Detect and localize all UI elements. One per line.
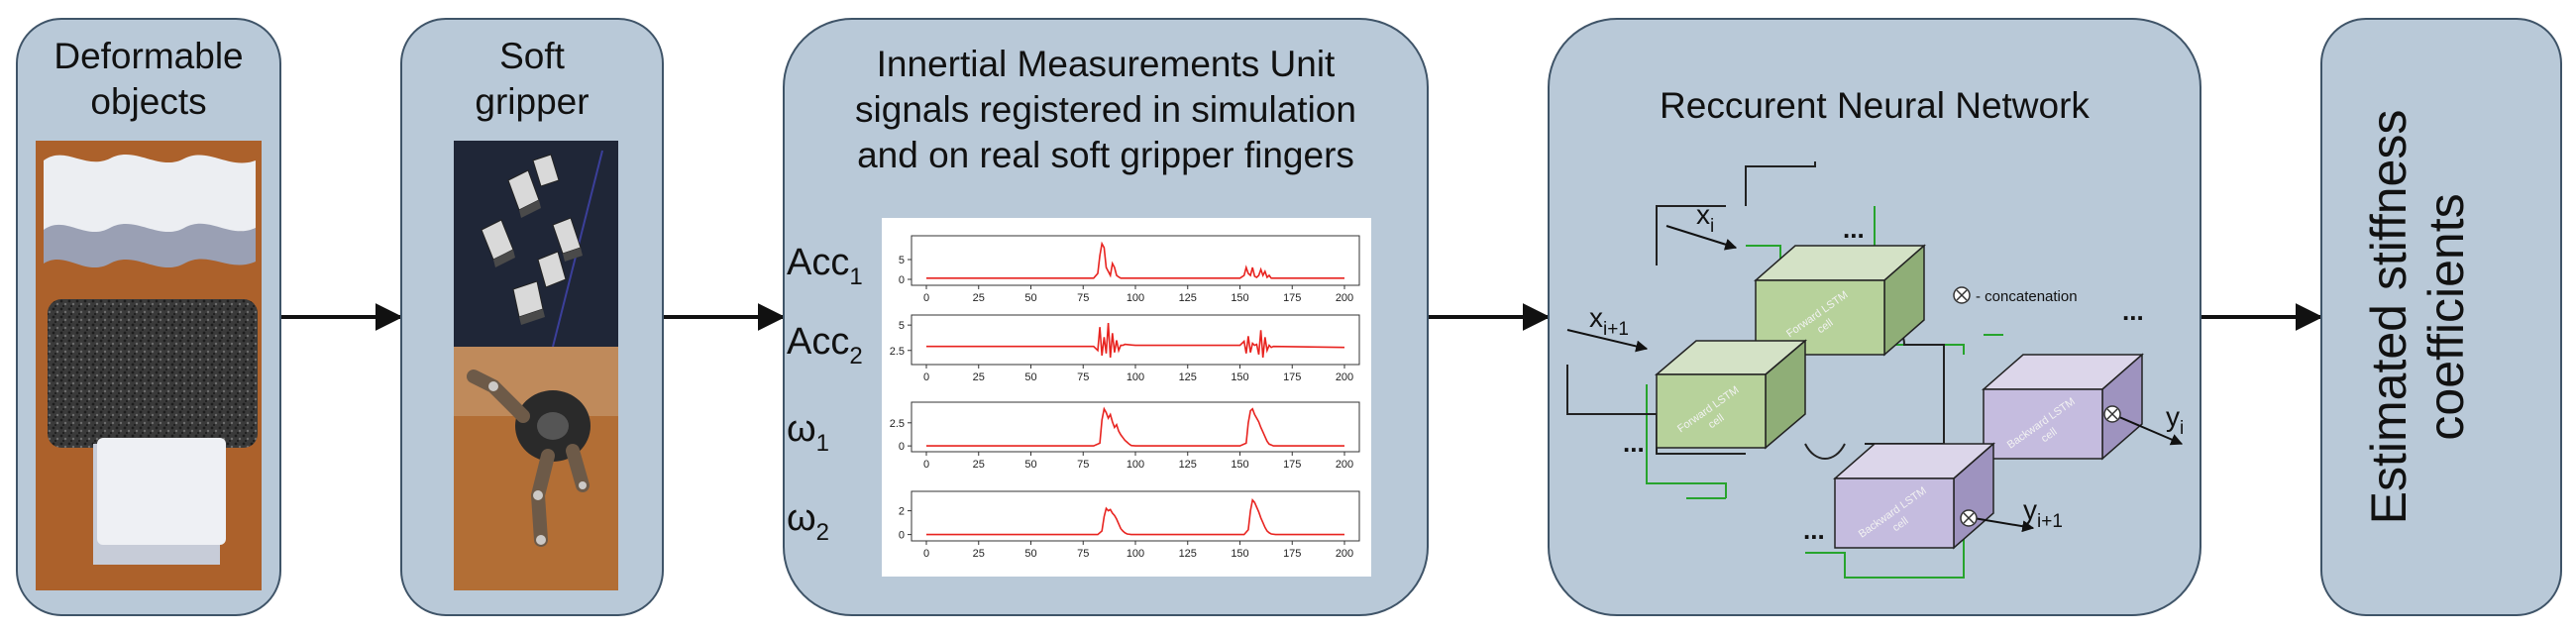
ellipsis-left: ... [1623,428,1645,458]
imu-plot-frame-1 [911,235,1360,286]
output-arrow-yi1 [1973,517,2035,533]
imu-plot-label-2: Acc2 [787,321,863,370]
input-arrow-xi1 [1566,329,1649,353]
output-title-line2: coefficients [2418,193,2474,441]
x-tick-label: 0 [923,292,929,304]
gripper-simulation-render [454,141,618,347]
panel-soft-gripper: Soft gripper [400,18,664,616]
imu-plot-label-3: ω1 [787,408,829,457]
x-tick-label: 0 [923,371,929,383]
x-tick-label: 50 [1024,548,1036,560]
concat-legend-label: - concatenation [1976,288,2078,305]
x-tick-label: 150 [1231,459,1248,471]
output-label-yi1: yi+1 [2023,494,2063,532]
deformable-title-line2: objects [90,81,207,122]
imu-signal-line-3 [926,406,1344,447]
x-tick-label: 200 [1336,292,1353,304]
panel-output [2320,18,2562,616]
x-tick-label: 125 [1179,292,1197,304]
bilstm-diagram: Forward LSTM cell Forward LSTM cell Back… [1566,161,2184,579]
ellipsis-right: ... [2122,296,2144,326]
output-title-line1: Estimated stiffness [2361,109,2416,525]
imu-signal-line-1 [926,241,1344,279]
imu-plot-frame-2 [911,314,1360,366]
x-tick-label: 200 [1336,459,1353,471]
deformable-objects-photo [36,141,262,590]
y-tick-label: 2.5 [890,418,905,430]
x-tick-label: 75 [1077,292,1089,304]
x-tick-label: 25 [973,548,985,560]
input-label-xi: xi [1696,199,1714,237]
imu-plot-frame-3 [911,401,1360,453]
x-tick-label: 125 [1179,371,1197,383]
x-tick-label: 125 [1179,548,1197,560]
x-tick-label: 100 [1127,548,1144,560]
ellipsis-top: ... [1843,214,1865,244]
output-arrow-yi [2111,413,2184,446]
forward-lstm-cell-top [1754,244,1926,357]
deformable-title-line1: Deformable [54,36,244,76]
imu-signal-line-4 [926,498,1344,536]
gripper-title-line2: gripper [475,81,590,122]
imu-title-line3: and on real soft gripper fingers [857,135,1354,175]
forward-lstm-cell-bottom [1654,339,1808,450]
x-tick-label: 150 [1231,371,1248,383]
imu-plot-label-1: Acc1 [787,242,863,290]
x-tick-label: 0 [923,548,929,560]
imu-signal-line-2 [926,323,1345,358]
backward-lstm-cell-top [1982,353,2144,461]
imu-title-line1: Innertial Measurements Unit [876,44,1336,84]
imu-plot-label-4: ω2 [787,497,829,546]
x-tick-label: 175 [1283,548,1301,560]
x-tick-label: 100 [1127,292,1144,304]
x-tick-label: 75 [1077,548,1089,560]
rnn-title: Reccurent Neural Network [1660,85,2090,126]
x-tick-label: 50 [1024,371,1036,383]
x-tick-label: 100 [1127,459,1144,471]
x-tick-label: 50 [1024,292,1036,304]
gripper-real-photo [454,347,618,590]
y-tick-label: 0 [899,274,905,286]
x-tick-label: 25 [973,459,985,471]
x-tick-label: 175 [1283,292,1301,304]
x-tick-label: 75 [1077,371,1089,383]
x-tick-label: 150 [1231,292,1248,304]
x-tick-label: 175 [1283,459,1301,471]
imu-plot-frame-4 [911,490,1360,542]
panel-deformable-objects: Deformable objects [16,18,281,616]
y-tick-label: 2.5 [890,346,905,358]
x-tick-label: 75 [1077,459,1089,471]
input-label-xi1: xi+1 [1589,302,1629,340]
y-tick-label: 0 [899,441,905,453]
y-tick-label: 5 [899,320,905,332]
x-tick-label: 150 [1231,548,1248,560]
x-tick-label: 50 [1024,459,1036,471]
y-tick-label: 2 [899,506,905,518]
input-arrow-xi [1665,225,1738,251]
y-tick-label: 0 [899,530,905,542]
x-tick-label: 200 [1336,371,1353,383]
x-tick-label: 175 [1283,371,1301,383]
output-label-yi: yi [2166,401,2184,439]
y-tick-label: 5 [899,255,905,266]
x-tick-label: 25 [973,292,985,304]
x-tick-label: 25 [973,371,985,383]
ellipsis-bottom: ... [1803,515,1825,545]
gripper-title-line1: Soft [499,36,565,76]
x-tick-label: 125 [1179,459,1197,471]
imu-title-line2: signals registered in simulation [855,89,1356,130]
x-tick-label: 0 [923,459,929,471]
x-tick-label: 200 [1336,548,1353,560]
x-tick-label: 100 [1127,371,1144,383]
